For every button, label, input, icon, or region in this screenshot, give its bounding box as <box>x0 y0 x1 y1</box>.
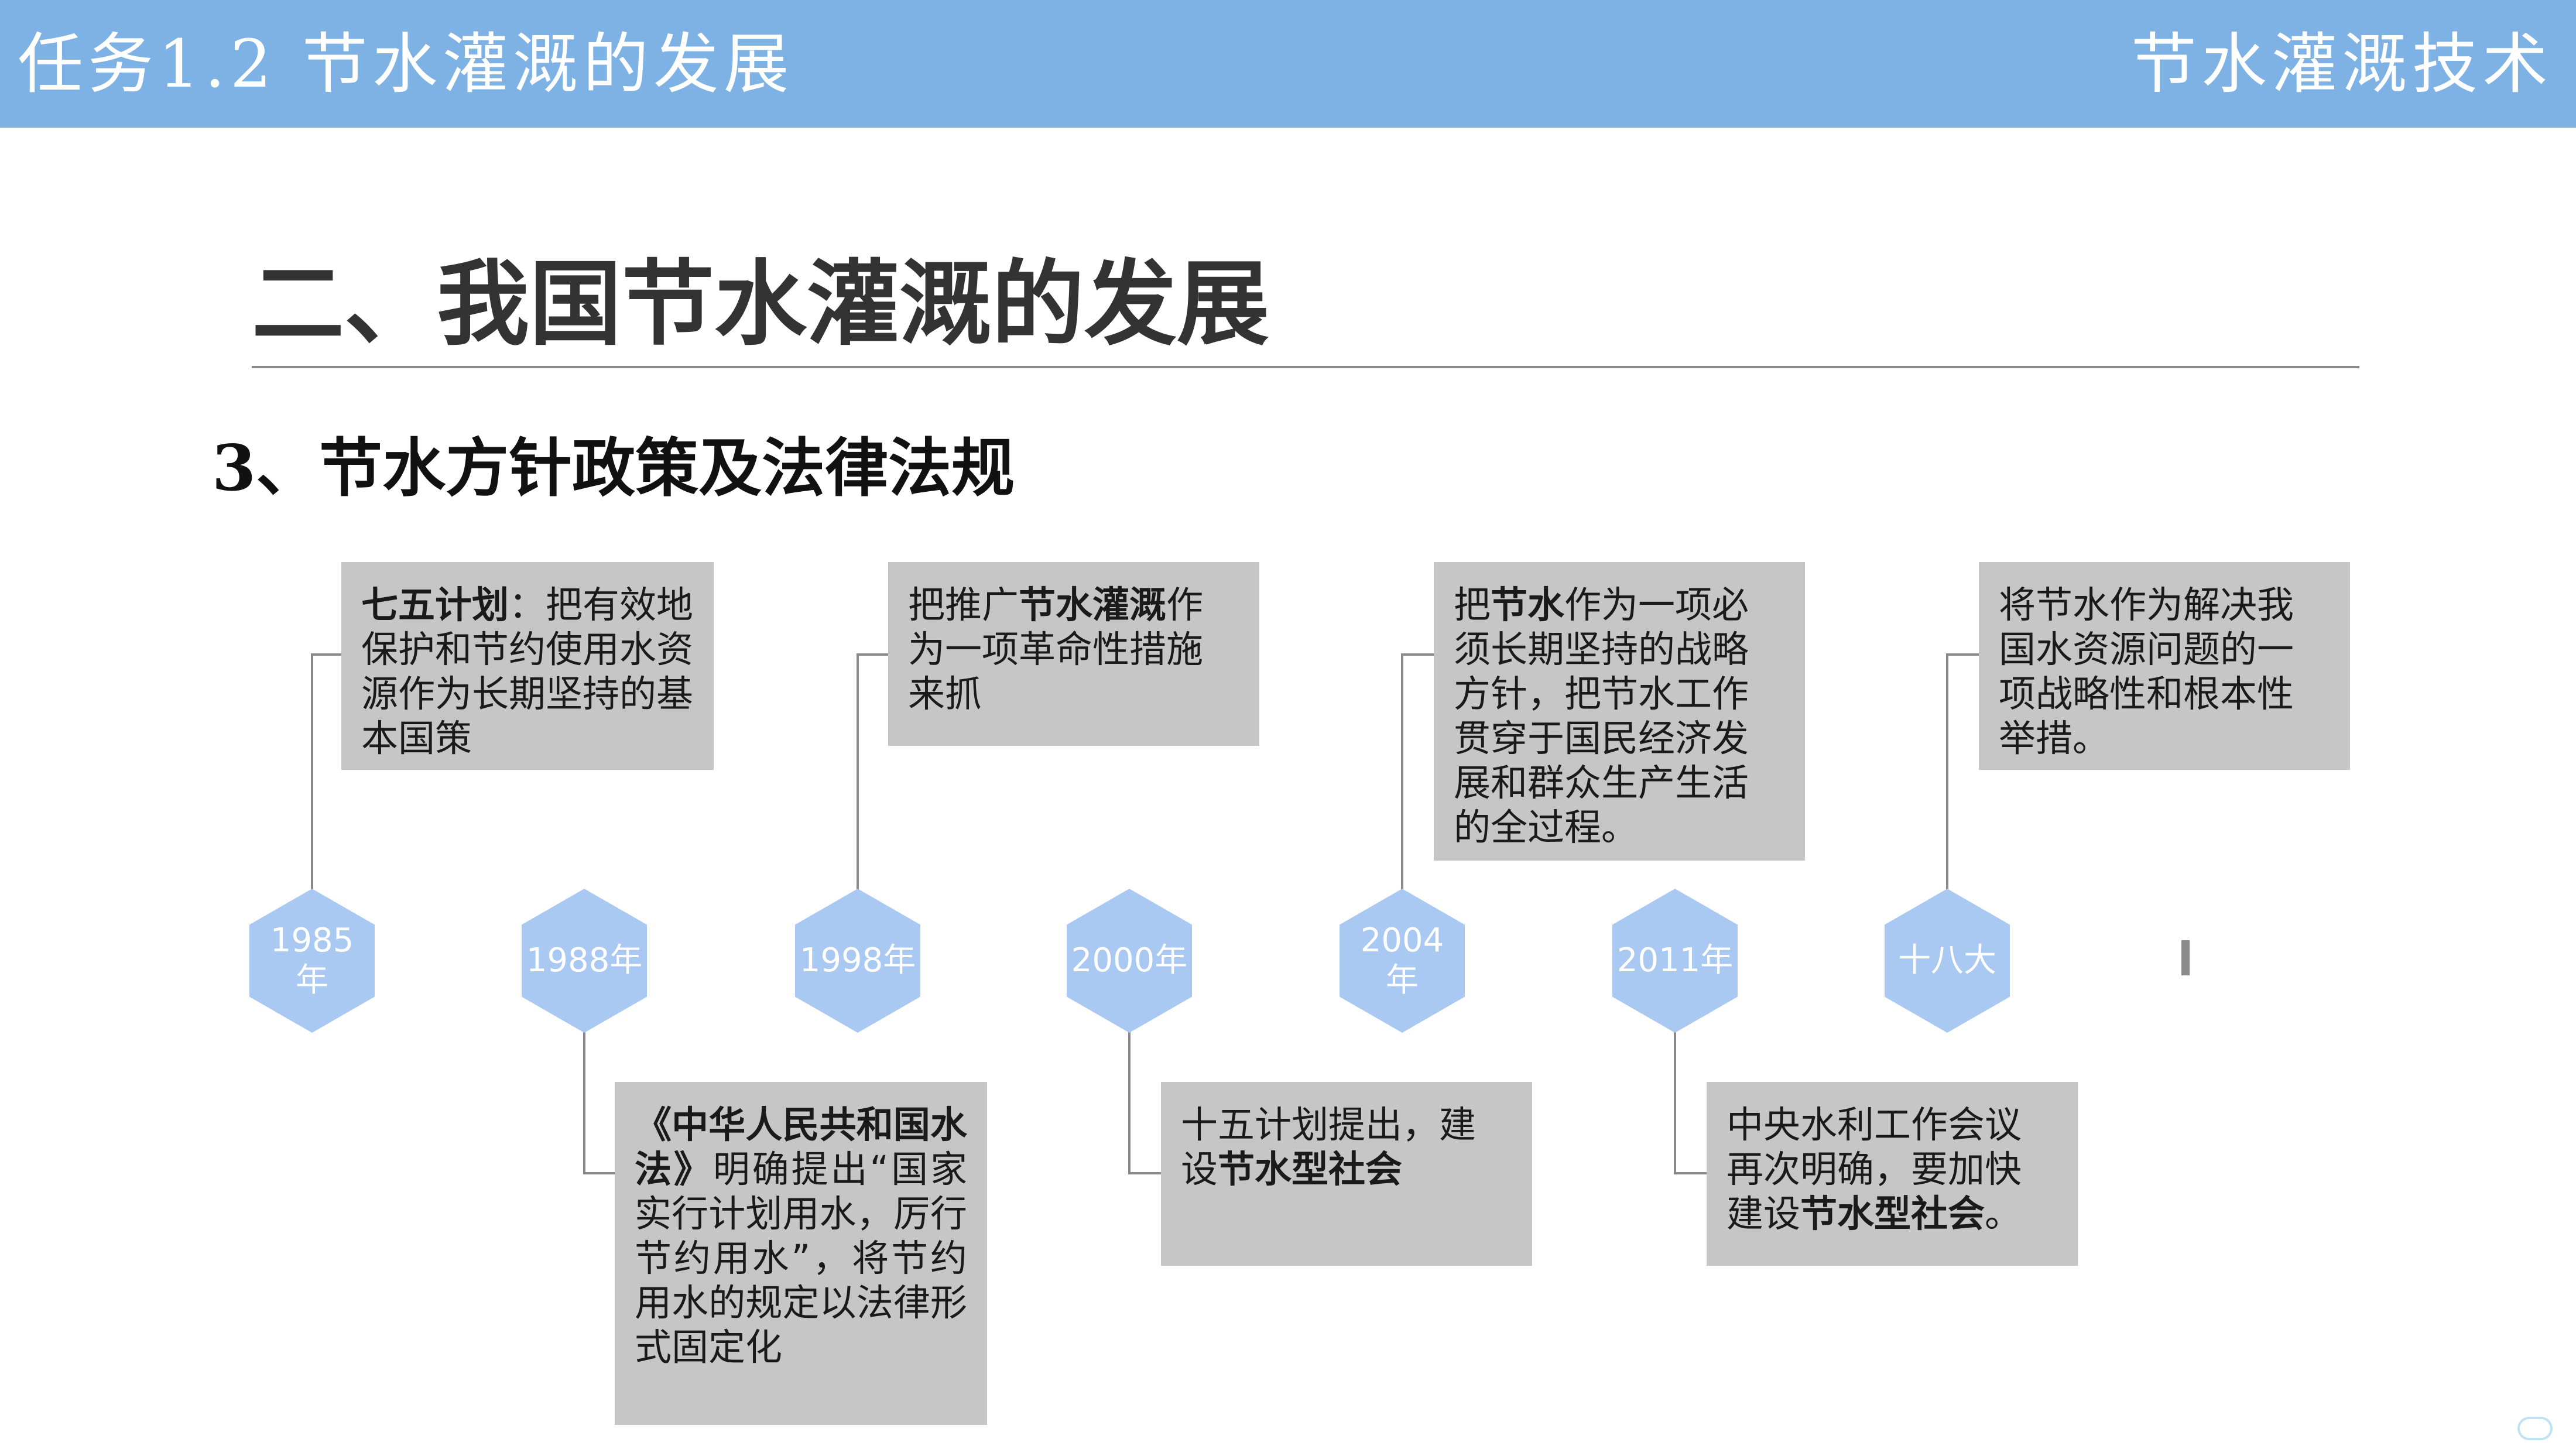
milestone-1988: 1988年 <box>522 889 647 1033</box>
watermark-logo-icon <box>2517 1417 2553 1440</box>
section-title: 二、我国节水灌溉的发展 <box>252 251 1269 358</box>
task-title: 任务1.2 节水灌溉的发展 <box>18 26 794 102</box>
milestone-18th-congress: 十八大 <box>1885 889 2010 1033</box>
event-text: 明确提出“国家实行计划用水，厉行节约用水”，将节约用水的规定以法律形式固定化 <box>635 1148 968 1369</box>
event-text-pre: 把 <box>1454 584 1491 626</box>
connector-2000 <box>1128 1030 1131 1174</box>
connector-18 <box>1946 653 1948 890</box>
event-box-2011: 中央水利工作会议再次明确，要加快建设节水型社会。 <box>1707 1082 2078 1266</box>
connector-1985-h <box>311 653 341 656</box>
milestone-label-line2: 年 <box>1385 961 1419 999</box>
event-text-post: 。 <box>1985 1193 2022 1235</box>
event-text: 将节水作为解决我国水资源问题的一项战略性和根本性举措。 <box>1999 584 2294 760</box>
milestone-2000: 2000年 <box>1067 889 1192 1033</box>
milestone-label: 2011年 <box>1616 941 1734 979</box>
timeline-end-marker <box>2181 940 2190 975</box>
event-box-2000: 十五计划提出，建设节水型社会 <box>1161 1082 1532 1266</box>
event-text-post: 作为一项革命性措施来抓 <box>908 584 1203 715</box>
milestone-label: 1985 <box>270 922 354 960</box>
event-bold: 节水型社会 <box>1218 1148 1402 1191</box>
event-bold: 节水灌溉 <box>1019 584 1166 626</box>
connector-1985 <box>311 653 313 890</box>
connector-1998-h <box>857 653 888 656</box>
event-box-1985: 七五计划：把有效地保护和节约使用水资源作为长期坚持的基本国策 <box>341 562 714 770</box>
milestone-label-line2: 年 <box>295 961 328 999</box>
course-title: 节水灌溉技术 <box>2131 26 2553 102</box>
event-bold: 节水 <box>1491 584 1564 626</box>
connector-2000-h <box>1128 1172 1161 1174</box>
event-box-2004: 把节水作为一项必须长期坚持的战略方针，把节水工作贯穿于国民经济发展和群众生产生活… <box>1434 562 1805 861</box>
event-box-1988: 《中华人民共和国水法》明确提出“国家实行计划用水，厉行节约用水”，将节约用水的规… <box>615 1082 987 1425</box>
milestone-label: 1998年 <box>799 941 916 979</box>
event-text-pre: 把推广 <box>908 584 1019 626</box>
event-text-pre: 中央水利工作会议再次明确，要加快建设 <box>1727 1104 2022 1235</box>
header-bar: 任务1.2 节水灌溉的发展 节水灌溉技术 <box>0 0 2576 128</box>
milestone-label: 十八大 <box>1898 941 1996 979</box>
title-divider <box>252 366 2359 368</box>
milestone-2011: 2011年 <box>1612 889 1738 1033</box>
sub-title-text: 、节水方针政策及法律法规 <box>256 432 1015 505</box>
event-text: ：把有效地保护和节约使用水资源作为长期坚持的基本国策 <box>361 584 693 760</box>
milestone-label: 2004 <box>1360 922 1444 960</box>
connector-1988 <box>583 1030 585 1174</box>
milestone-1998: 1998年 <box>795 889 920 1033</box>
milestone-label: 2000年 <box>1071 941 1188 979</box>
connector-2004 <box>1401 653 1403 890</box>
event-text-pre: 十五计划提出，建设 <box>1181 1104 1476 1191</box>
event-bold: 《中华人民共和国水法》 <box>635 1104 967 1191</box>
milestone-label: 1988年 <box>526 941 643 979</box>
sub-title: 3、节水方针政策及法律法规 <box>212 424 1015 513</box>
event-box-1998: 把推广节水灌溉作为一项革命性措施来抓 <box>888 562 1259 746</box>
sub-title-number: 3 <box>212 431 256 505</box>
event-bold: 节水型社会 <box>1800 1193 1985 1235</box>
event-box-18th-congress: 将节水作为解决我国水资源问题的一项战略性和根本性举措。 <box>1979 562 2350 770</box>
connector-2011-h <box>1674 1172 1707 1174</box>
connector-18-h <box>1946 653 1979 656</box>
event-text-post: 作为一项必须长期坚持的战略方针，把节水工作贯穿于国民经济发展和群众生产生活的全过… <box>1454 584 1749 849</box>
connector-2004-h <box>1401 653 1434 656</box>
connector-1988-h <box>583 1172 615 1174</box>
event-bold: 七五计划 <box>361 584 509 626</box>
connector-1998 <box>857 653 859 890</box>
connector-2011 <box>1674 1030 1676 1174</box>
